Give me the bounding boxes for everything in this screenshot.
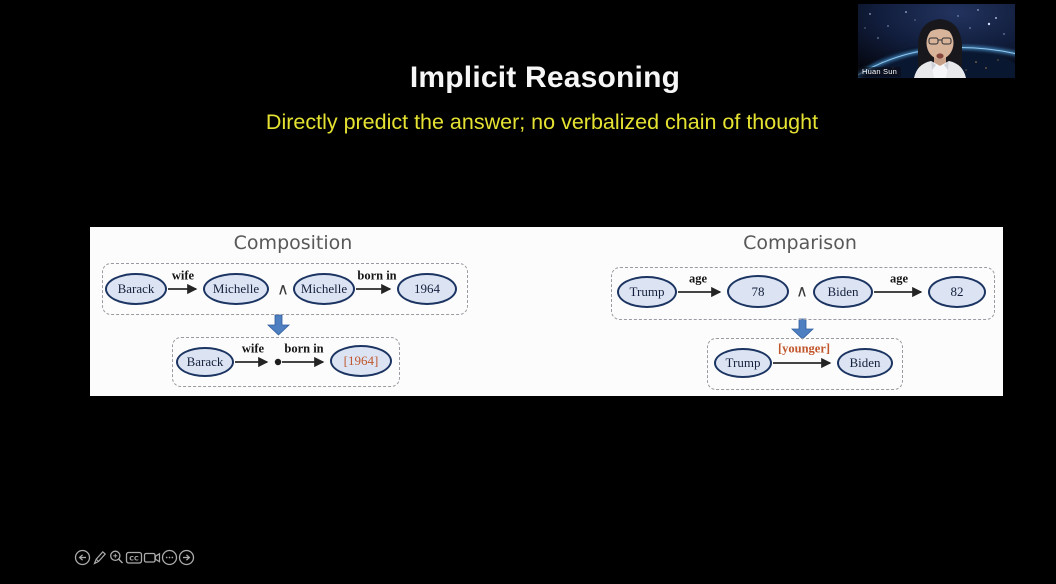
- node-biden-premise: Biden: [813, 276, 873, 308]
- node-biden-conclusion: Biden: [837, 348, 893, 378]
- webcam-video-tile[interactable]: Huan Sun: [858, 4, 1015, 78]
- node-answer-1964: [1964]: [330, 345, 392, 377]
- participant-name-label: Huan Sun: [858, 66, 901, 77]
- node-michelle-1: Michelle: [203, 273, 269, 305]
- node-barack-conclusion: Barack: [176, 347, 234, 377]
- pencil-icon[interactable]: [91, 548, 108, 567]
- speaker-person: [914, 19, 966, 78]
- previous-arrow-icon[interactable]: [74, 548, 91, 567]
- logical-and-composition: ∧: [277, 279, 289, 299]
- node-trump-conclusion: Trump: [714, 348, 772, 378]
- slide-subtitle: Directly predict the answer; no verbaliz…: [0, 110, 1056, 135]
- svg-text:CC: CC: [129, 554, 139, 562]
- stars: [864, 9, 1005, 39]
- edge-label-wife-premise: wife: [171, 268, 195, 283]
- node-trump-premise: Trump: [617, 276, 677, 308]
- comparison-conclusion-box: [707, 338, 903, 390]
- edge-label-younger: [younger]: [777, 341, 831, 356]
- down-flow-arrow-comparison: [791, 318, 814, 340]
- camera-icon[interactable]: [143, 548, 161, 567]
- node-82: 82: [928, 276, 986, 308]
- page-title: Implicit Reasoning: [0, 61, 1056, 95]
- more-options-icon[interactable]: [161, 548, 178, 567]
- slide-subtitle-text: Directly predict the answer; no verbaliz…: [265, 110, 819, 134]
- node-michelle-2: Michelle: [293, 273, 355, 305]
- node-1964-premise: 1964: [397, 273, 457, 305]
- composition-premise-box: [102, 263, 468, 315]
- edge-label-age-2: age: [889, 271, 909, 286]
- edge-label-age-1: age: [688, 271, 708, 286]
- next-arrow-icon[interactable]: [178, 548, 195, 567]
- reasoning-diagram-panel: Composition Comparison Barack Michelle M…: [90, 227, 1003, 396]
- edge-label-bornin-premise: born in: [357, 268, 397, 283]
- edge-label-bornin-conclusion: born in: [284, 341, 324, 356]
- logical-and-comparison: ∧: [796, 281, 808, 301]
- comparison-premise-box: [611, 267, 995, 320]
- edge-label-wife-conclusion: wife: [241, 341, 265, 356]
- down-flow-arrow-composition: [267, 314, 290, 336]
- node-78: 78: [727, 275, 789, 308]
- comparison-heading: Comparison: [743, 232, 857, 254]
- composition-conclusion-box: [172, 337, 400, 387]
- presenter-toolbar: CC: [74, 548, 195, 567]
- closed-captions-icon[interactable]: CC: [125, 548, 143, 567]
- node-barack-premise: Barack: [105, 273, 167, 305]
- composition-heading: Composition: [233, 232, 353, 254]
- page-title-text: Implicit Reasoning: [409, 61, 681, 94]
- magnifier-icon[interactable]: [108, 548, 125, 567]
